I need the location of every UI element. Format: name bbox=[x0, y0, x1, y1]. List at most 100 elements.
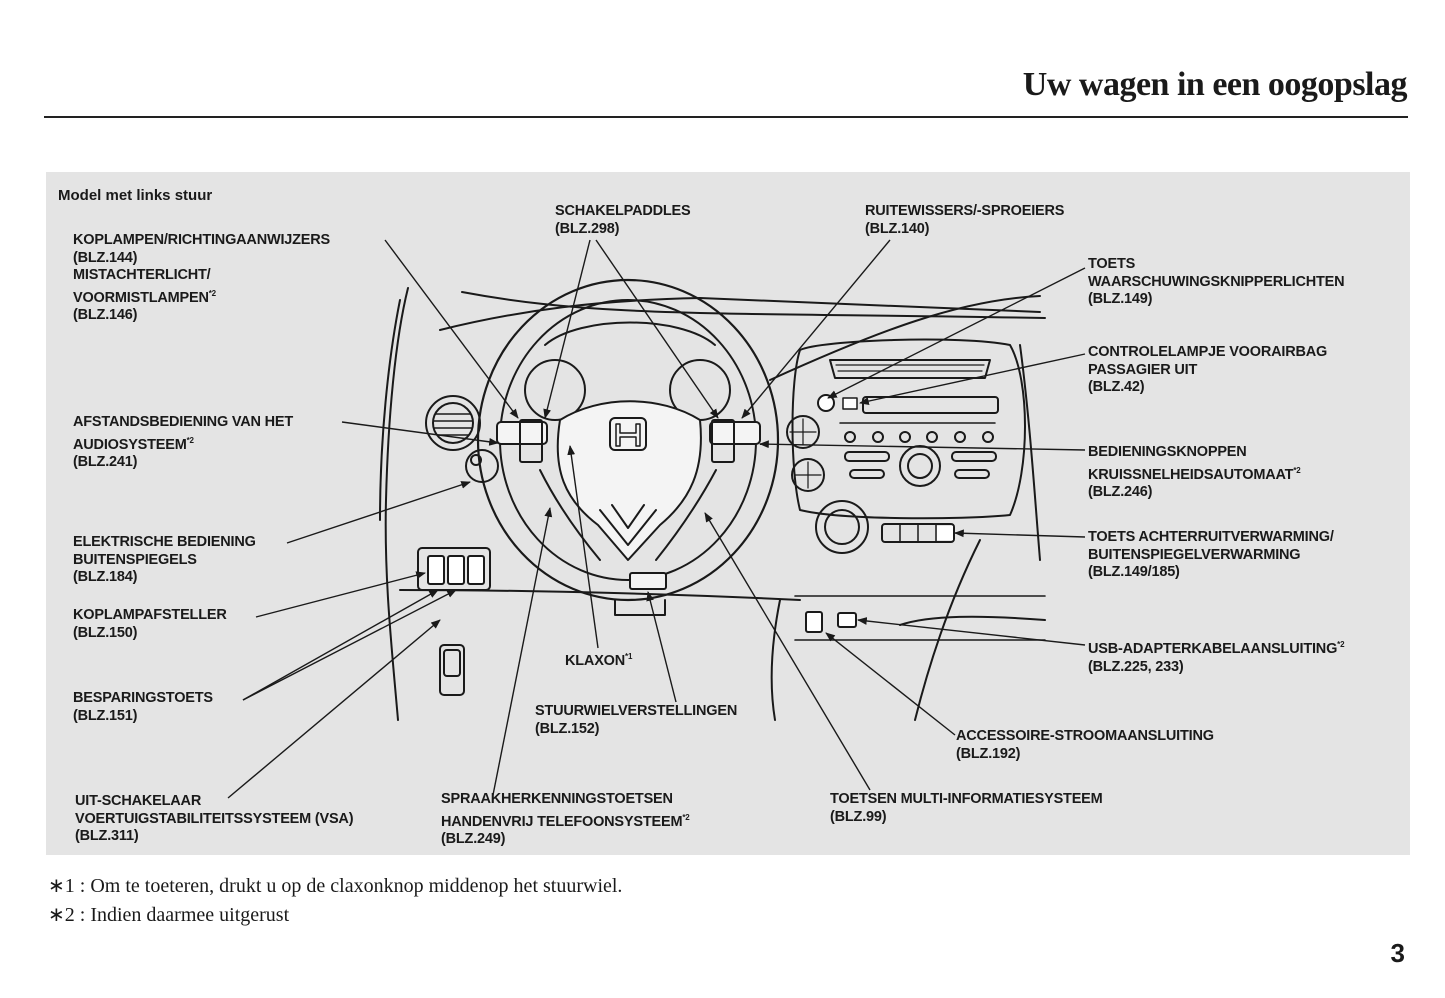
page-number: 3 bbox=[1390, 938, 1405, 968]
callout-multiinfo: TOETSEN MULTI-INFORMATIESYSTEEM (BLZ.99) bbox=[830, 791, 1103, 826]
footnote-marker: ∗1 : bbox=[48, 875, 86, 897]
callout-line: VOERTUIGSTABILITEITSSYSTEEM (VSA) bbox=[75, 810, 354, 827]
callout-line: KRUISSNELHEIDSAUTOMAAT*2 bbox=[1088, 465, 1301, 483]
callout-line: PASSAGIER UIT bbox=[1088, 361, 1198, 378]
callout-usb: USB-ADAPTERKABELAANSLUITING*2 (BLZ.225, … bbox=[1088, 636, 1345, 676]
callout-line: (BLZ.298) bbox=[555, 220, 620, 237]
callout-line: (BLZ.151) bbox=[73, 707, 138, 724]
callout-line: (BLZ.184) bbox=[73, 569, 138, 585]
callout-koplampafsteller: KOPLAMPAFSTELLER (BLZ.150) bbox=[73, 607, 227, 642]
leader-accessoire bbox=[825, 632, 956, 736]
callout-vsa: UIT-SCHAKELAAR VOERTUIGSTABILITEITSSYSTE… bbox=[75, 793, 354, 846]
callout-line: UIT-SCHAKELAAR bbox=[75, 793, 202, 809]
callout-stuurwiel: STUURWIELVERSTELLINGEN (BLZ.152) bbox=[535, 703, 737, 738]
callout-line: CONTROLELAMPJE VOORAIRBAG bbox=[1088, 344, 1328, 360]
page-title: Uw wagen in een oogopslag bbox=[1022, 66, 1408, 103]
callout-klaxon: KLAXON*1 bbox=[565, 648, 632, 671]
leader-schakelpaddles-right bbox=[595, 239, 719, 419]
leader-ruitewissers bbox=[741, 239, 891, 419]
diagram-panel bbox=[46, 172, 1410, 855]
leader-schakelpaddles-left bbox=[543, 239, 591, 419]
callout-line: SCHAKELPADDLES bbox=[555, 203, 691, 219]
callout-line: TOETSEN MULTI-INFORMATIESYSTEEM bbox=[830, 791, 1103, 807]
callout-line: (BLZ.246) bbox=[1088, 484, 1153, 500]
footnote-marker: *2 bbox=[1337, 640, 1345, 649]
callout-line: SPRAAKHERKENNINGSTOETSEN bbox=[441, 791, 673, 807]
leader-cruise bbox=[759, 440, 1086, 451]
leader-besparing bbox=[242, 589, 439, 701]
callout-line: (BLZ.99) bbox=[830, 808, 887, 825]
leader-airbag bbox=[859, 353, 1086, 405]
callout-accessoire: ACCESSOIRE-STROOMAANSLUITING (BLZ.192) bbox=[956, 728, 1214, 763]
footnote-marker: *2 bbox=[682, 812, 690, 822]
callout-line: USB-ADAPTERKABELAANSLUITING*2 bbox=[1088, 640, 1345, 657]
leader-spraak bbox=[492, 507, 553, 796]
callout-line: KOPLAMPAFSTELLER bbox=[73, 607, 227, 623]
footnote-text: Om te toeteren, drukt u op de claxonknop… bbox=[90, 875, 623, 897]
callout-line: (BLZ.42) bbox=[1088, 379, 1145, 395]
callout-line: ELEKTRISCHE BEDIENING bbox=[73, 534, 256, 550]
callout-line: (BLZ.140) bbox=[865, 220, 930, 237]
callout-line: (BLZ.150) bbox=[73, 624, 138, 641]
callout-schakelpaddles: SCHAKELPADDLES (BLZ.298) bbox=[555, 203, 691, 238]
callout-line: AFSTANDSBEDIENING VAN HET bbox=[73, 414, 294, 430]
leader-stuurwiel bbox=[646, 591, 677, 703]
footnote-marker: ∗2 : bbox=[48, 904, 86, 926]
leader-multiinfo bbox=[704, 512, 871, 791]
callout-line: (BLZ.149/185) bbox=[1088, 564, 1180, 580]
leader-besparing-2 bbox=[242, 589, 457, 701]
footnote-marker: *2 bbox=[208, 288, 216, 298]
footnote-1: ∗1 : Om te toeteren, drukt u op de claxo… bbox=[48, 873, 622, 898]
callout-koplampen: KOPLAMPEN/RICHTINGAANWIJZERS (BLZ.144) M… bbox=[73, 232, 330, 325]
title-divider bbox=[44, 116, 1408, 118]
callout-besparing: BESPARINGSTOETS (BLZ.151) bbox=[73, 690, 213, 725]
leader-audio bbox=[341, 421, 499, 446]
callout-line: (BLZ.311) bbox=[75, 828, 139, 844]
model-label: Model met links stuur bbox=[58, 187, 213, 204]
callout-line: (BLZ.146) bbox=[73, 307, 138, 323]
callout-line: BESPARINGSTOETS bbox=[73, 690, 213, 706]
callout-audio: AFSTANDSBEDIENING VAN HET AUDIOSYSTEEM*2… bbox=[73, 414, 293, 472]
callout-line: BEDIENINGSKNOPPEN bbox=[1088, 444, 1247, 460]
callout-cruise: BEDIENINGSKNOPPEN KRUISSNELHEIDSAUTOMAAT… bbox=[1088, 444, 1301, 502]
callout-line: KLAXON*1 bbox=[565, 652, 633, 669]
callout-waarschuwing: TOETS WAARSCHUWINGSKNIPPERLICHTEN (BLZ.1… bbox=[1088, 256, 1345, 309]
footnote-text: Indien daarmee uitgerust bbox=[90, 904, 290, 926]
leader-klaxon bbox=[567, 445, 599, 649]
callout-line: MISTACHTERLICHT/ bbox=[73, 267, 211, 283]
leader-verwarming bbox=[954, 529, 1086, 538]
callout-ruitewissers: RUITEWISSERS/-SPROEIERS (BLZ.140) bbox=[865, 203, 1064, 238]
callout-verwarming: TOETS ACHTERRUITVERWARMING/ BUITENSPIEGE… bbox=[1088, 529, 1334, 582]
callout-line: (BLZ.192) bbox=[956, 745, 1021, 762]
callout-line: BUITENSPIEGELVERWARMING bbox=[1088, 546, 1301, 563]
callout-line: RUITEWISSERS/-SPROEIERS bbox=[865, 203, 1065, 219]
callout-line: WAARSCHUWINGSKNIPPERLICHTEN bbox=[1088, 273, 1345, 290]
callout-line: (BLZ.249) bbox=[441, 831, 506, 847]
callout-line: TOETS ACHTERRUITVERWARMING/ bbox=[1088, 529, 1334, 545]
callout-line: HANDENVRIJ TELEFOONSYSTEEM*2 bbox=[441, 812, 690, 830]
footnote-marker: *2 bbox=[1293, 465, 1301, 475]
leader-waarschuwing bbox=[827, 267, 1086, 399]
callout-line: AUDIOSYSTEEM*2 bbox=[73, 435, 194, 453]
callout-line: (BLZ.225, 233) bbox=[1088, 658, 1184, 675]
callout-line: ACCESSOIRE-STROOMAANSLUITING bbox=[956, 728, 1214, 744]
callout-spiegels: ELEKTRISCHE BEDIENING BUITENSPIEGELS (BL… bbox=[73, 534, 256, 587]
callout-line: (BLZ.241) bbox=[73, 454, 138, 470]
callout-line: VOORMISTLAMPEN*2 bbox=[73, 288, 216, 306]
leader-usb bbox=[857, 617, 1086, 646]
callout-line: (BLZ.152) bbox=[535, 720, 600, 737]
callout-spraak: SPRAAKHERKENNINGSTOETSEN HANDENVRIJ TELE… bbox=[441, 791, 690, 849]
footnote-marker: *2 bbox=[186, 435, 194, 445]
leader-koplampafsteller bbox=[255, 571, 426, 618]
callout-line: TOETS bbox=[1088, 256, 1136, 272]
callout-line: KOPLAMPEN/RICHTINGAANWIJZERS bbox=[73, 232, 331, 248]
leader-spiegels bbox=[286, 481, 471, 544]
leader-koplampen bbox=[384, 239, 519, 419]
callout-line: (BLZ.144) bbox=[73, 249, 138, 266]
footnote-marker: *1 bbox=[625, 652, 633, 661]
leader-vsa bbox=[227, 619, 441, 799]
callout-line: STUURWIELVERSTELLINGEN bbox=[535, 703, 738, 719]
callout-line: BUITENSPIEGELS bbox=[73, 551, 197, 568]
callout-line: (BLZ.149) bbox=[1088, 291, 1153, 307]
